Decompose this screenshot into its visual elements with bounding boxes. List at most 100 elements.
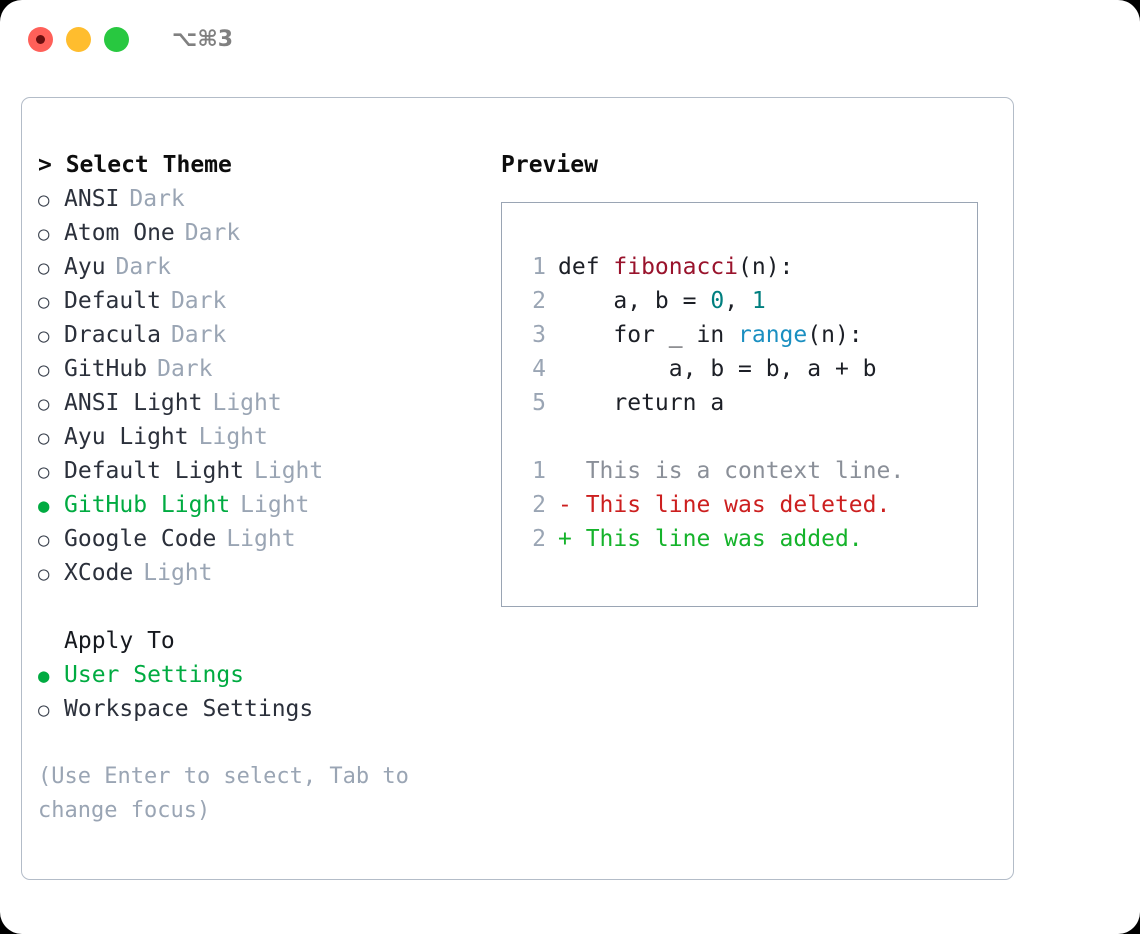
code-token: a, b = b, a + b (558, 356, 877, 382)
diff-line: 2 - This line was deleted. (520, 488, 977, 522)
theme-variant-label: Light (226, 526, 296, 552)
close-icon (36, 34, 45, 44)
line-number: 2 (532, 288, 546, 314)
code-line-content: a, b = b, a + b (558, 352, 877, 386)
theme-option-row[interactable]: ● GitHub Light Light (38, 488, 478, 522)
radio-unselected-icon[interactable]: ○ (38, 461, 50, 483)
code-token: 0 (710, 288, 725, 314)
theme-variant-label: Dark (170, 288, 227, 314)
line-number: 4 (532, 356, 546, 382)
apply-to-option-row[interactable]: ○ Workspace Settings (38, 692, 478, 726)
diff-line-content: This is a context line. (558, 458, 905, 484)
theme-option-row[interactable]: ○ Ayu Dark (38, 250, 478, 284)
preview-title: Preview (501, 152, 598, 178)
radio-selected-icon[interactable]: ● (38, 495, 50, 517)
close-button[interactable] (28, 26, 53, 52)
line-number: 2 (532, 526, 546, 552)
theme-option-name: Ayu Light (64, 424, 189, 450)
radio-unselected-icon[interactable]: ○ (38, 223, 50, 245)
radio-unselected-icon[interactable]: ○ (38, 189, 50, 211)
minimize-button[interactable] (66, 26, 91, 52)
theme-variant-label: Dark (157, 356, 213, 382)
radio-unselected-icon[interactable]: ○ (38, 529, 50, 551)
theme-option-row[interactable]: ○ ANSI Dark (38, 182, 478, 216)
radio-selected-icon[interactable]: ● (38, 665, 50, 687)
theme-option-name: ANSI Light (64, 390, 203, 416)
theme-option-row[interactable]: ○ XCode Light (38, 556, 478, 590)
theme-option-name: Default (64, 288, 161, 314)
theme-option-row[interactable]: ○ GitHub Dark (38, 352, 478, 386)
theme-variant-label: Dark (115, 254, 171, 280)
radio-unselected-icon[interactable]: ○ (38, 563, 50, 585)
radio-unselected-icon[interactable]: ○ (38, 359, 50, 381)
code-line-content: for _ in range(n): (558, 318, 862, 352)
line-number: 5 (532, 390, 546, 416)
theme-option-name: ANSI (64, 186, 120, 212)
code-token: range (738, 322, 808, 348)
theme-variant-label: Dark (184, 220, 241, 246)
theme-option-row[interactable]: ○ Google Code Light (38, 522, 478, 556)
apply-to-option-name: Workspace Settings (64, 696, 314, 722)
code-line-content: def fibonacci(n): (558, 250, 793, 284)
diff-line-content: - This line was deleted. (558, 492, 891, 518)
diff-sample: 1 This is a context line. 2 - This line wa… (520, 454, 977, 556)
code-line: 4 a, b = b, a + b (520, 352, 977, 386)
theme-option-name: Google Code (64, 526, 217, 552)
radio-unselected-icon[interactable]: ○ (38, 393, 50, 415)
radio-unselected-icon[interactable]: ○ (38, 291, 50, 313)
theme-option-name: GitHub (64, 356, 148, 382)
theme-variant-label: Dark (170, 322, 227, 348)
code-line: 3 for _ in range(n): (520, 318, 977, 352)
theme-option-name: XCode (64, 560, 134, 586)
diff-line: 1 This is a context line. (520, 454, 977, 488)
theme-variant-label: Light (240, 492, 310, 518)
theme-option-name: Default Light (64, 458, 245, 484)
maximize-button[interactable] (104, 26, 129, 52)
theme-variant-label: Light (143, 560, 213, 586)
code-token: (n): (738, 254, 794, 280)
code-diff-separator (520, 420, 977, 454)
diff-line: 2+ This line was added. (520, 522, 977, 556)
radio-unselected-icon[interactable]: ○ (38, 699, 50, 721)
title-bar: ⌥⌘3 (0, 0, 1140, 78)
apply-to-option-row[interactable]: ● User Settings (38, 658, 478, 692)
theme-variant-label: Light (254, 458, 324, 484)
line-number: 1 (532, 254, 546, 280)
theme-option-row[interactable]: ○ ANSI Light Light (38, 386, 478, 420)
radio-unselected-icon[interactable]: ○ (38, 325, 50, 347)
code-token: def (558, 254, 614, 280)
line-number: 3 (532, 322, 546, 348)
apply-to-section: ○ Apply To ● User Settings ○ Workspace Sett… (38, 624, 478, 726)
theme-variant-label: Dark (129, 186, 185, 212)
theme-option-name: Ayu (64, 254, 106, 280)
keyboard-hint-text: (Use Enter to select, Tab to change focu… (38, 764, 409, 823)
theme-variant-label: Light (212, 390, 282, 416)
apply-to-options: ● User Settings ○ Workspace Settings (38, 658, 478, 726)
theme-option-row[interactable]: ○ Ayu Light Light (38, 420, 478, 454)
theme-option-name: GitHub Light (64, 492, 231, 518)
radio-unselected-icon[interactable]: ○ (38, 427, 50, 449)
code-token: fibonacci (613, 254, 739, 280)
code-token: return a (558, 390, 725, 416)
radio-unselected-icon[interactable]: ○ (38, 257, 50, 279)
apply-to-heading: Apply To (64, 628, 175, 654)
theme-option-row[interactable]: ○ Default Dark (38, 284, 478, 318)
apply-to-option-name: User Settings (64, 662, 245, 688)
code-token: 1 (751, 288, 766, 314)
line-number: 2 (532, 492, 546, 518)
code-line: 1 def fibonacci(n): (520, 250, 977, 284)
code-line: 5 return a (520, 386, 977, 420)
traffic-light-group (28, 26, 129, 52)
code-token: , (724, 288, 752, 314)
theme-option-row[interactable]: ○ Default Light Light (38, 454, 478, 488)
code-line-content: a, b = 0, 1 (558, 284, 766, 318)
theme-variant-label: Light (198, 424, 268, 450)
